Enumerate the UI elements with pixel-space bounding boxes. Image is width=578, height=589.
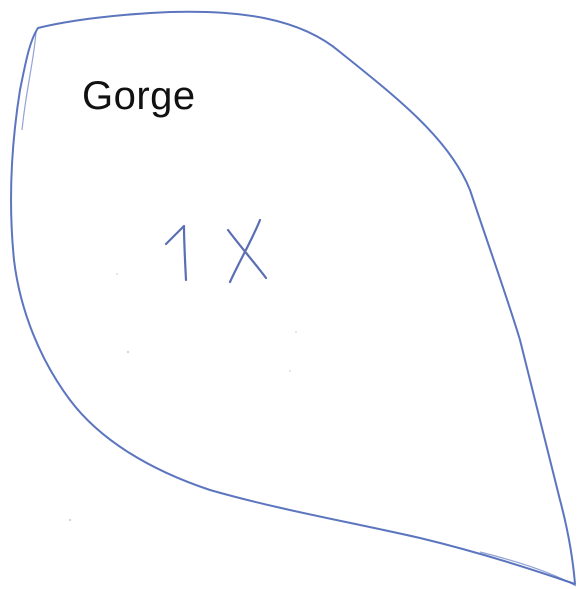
outline-retrace <box>21 31 37 131</box>
quantity-handwritten <box>164 218 268 284</box>
paper-speck <box>127 351 129 353</box>
quantity-x-stroke-a <box>226 228 268 280</box>
outline-path <box>10 10 576 585</box>
paper-speck <box>295 331 297 333</box>
paper-speck <box>69 519 71 521</box>
paper-speck <box>116 273 118 275</box>
paper-speck <box>289 370 291 372</box>
piece-label: Gorge <box>82 74 196 118</box>
outline-retrace-bottom <box>479 551 577 587</box>
quantity-x-stroke-b <box>228 218 262 284</box>
quantity-digit-stroke <box>164 224 188 282</box>
